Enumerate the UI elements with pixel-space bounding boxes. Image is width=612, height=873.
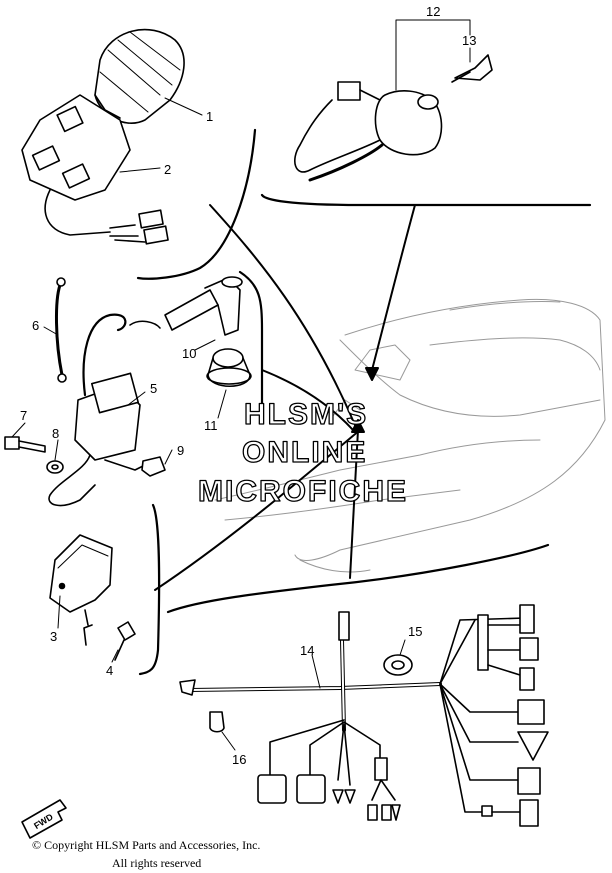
callout-8: 8 <box>52 426 59 441</box>
nut-9 <box>141 456 166 477</box>
callout-12: 12 <box>426 4 440 19</box>
main-switch-assembly <box>294 54 493 182</box>
watermark-line3: MICROFICHE <box>198 475 408 508</box>
leader-handlebar <box>209 204 356 426</box>
divider-top-left <box>136 128 257 280</box>
section-dividers <box>136 128 592 676</box>
rubber-cap-11 <box>206 348 252 387</box>
washer-8 <box>46 460 64 474</box>
divider-lower-left <box>138 503 161 676</box>
callout-leaders <box>11 19 471 751</box>
callout-4: 4 <box>106 663 113 678</box>
handlebar-switch-assembly <box>21 28 185 245</box>
divider-top-right <box>260 193 592 207</box>
bracket <box>55 277 67 383</box>
grommet-15 <box>383 654 413 676</box>
leader-coil <box>261 369 354 431</box>
divider-middle <box>238 270 264 422</box>
leader-harness <box>349 429 359 579</box>
callout-10: 10 <box>182 346 196 361</box>
callout-15: 15 <box>408 624 422 639</box>
copyright-line2: All rights reserved <box>112 856 202 870</box>
leader-lines <box>154 204 416 591</box>
snowmobile-outline <box>214 298 606 573</box>
fwd-arrow: FWD <box>21 799 67 839</box>
callout-2: 2 <box>164 162 171 177</box>
callout-numbers: 1 2 3 4 5 6 7 8 9 10 11 12 13 14 15 16 <box>20 4 476 767</box>
callout-16: 16 <box>232 752 246 767</box>
callout-9: 9 <box>177 443 184 458</box>
bolt-7 <box>4 436 46 453</box>
callout-1: 1 <box>206 109 213 124</box>
regulator-assembly <box>49 534 136 661</box>
ignition-coil <box>48 313 146 507</box>
callout-14: 14 <box>300 643 314 658</box>
copyright-line1: © Copyright HLSM Parts and Accessories, … <box>32 838 261 852</box>
copyright-notice: © Copyright HLSM Parts and Accessories, … <box>32 836 260 872</box>
clamp-16 <box>209 711 225 733</box>
watermark-line1: HLSM'S <box>244 398 368 431</box>
watermark-line2: ONLINE <box>242 436 367 469</box>
arrowhead-ignition <box>365 367 379 381</box>
callout-7: 7 <box>20 408 27 423</box>
callout-6: 6 <box>32 318 39 333</box>
callout-13: 13 <box>462 33 476 48</box>
leader-regulator <box>154 429 361 591</box>
divider-bottom <box>166 543 550 614</box>
plug-cap-10 <box>129 276 243 336</box>
leader-ignition <box>371 204 416 371</box>
callout-3: 3 <box>50 629 57 644</box>
watermark: HLSM'S ONLINE MICROFICHE <box>197 397 408 508</box>
wire-harness <box>179 604 549 827</box>
arrowhead-harness <box>351 419 365 433</box>
callout-5: 5 <box>150 381 157 396</box>
callout-11: 11 <box>204 418 218 433</box>
